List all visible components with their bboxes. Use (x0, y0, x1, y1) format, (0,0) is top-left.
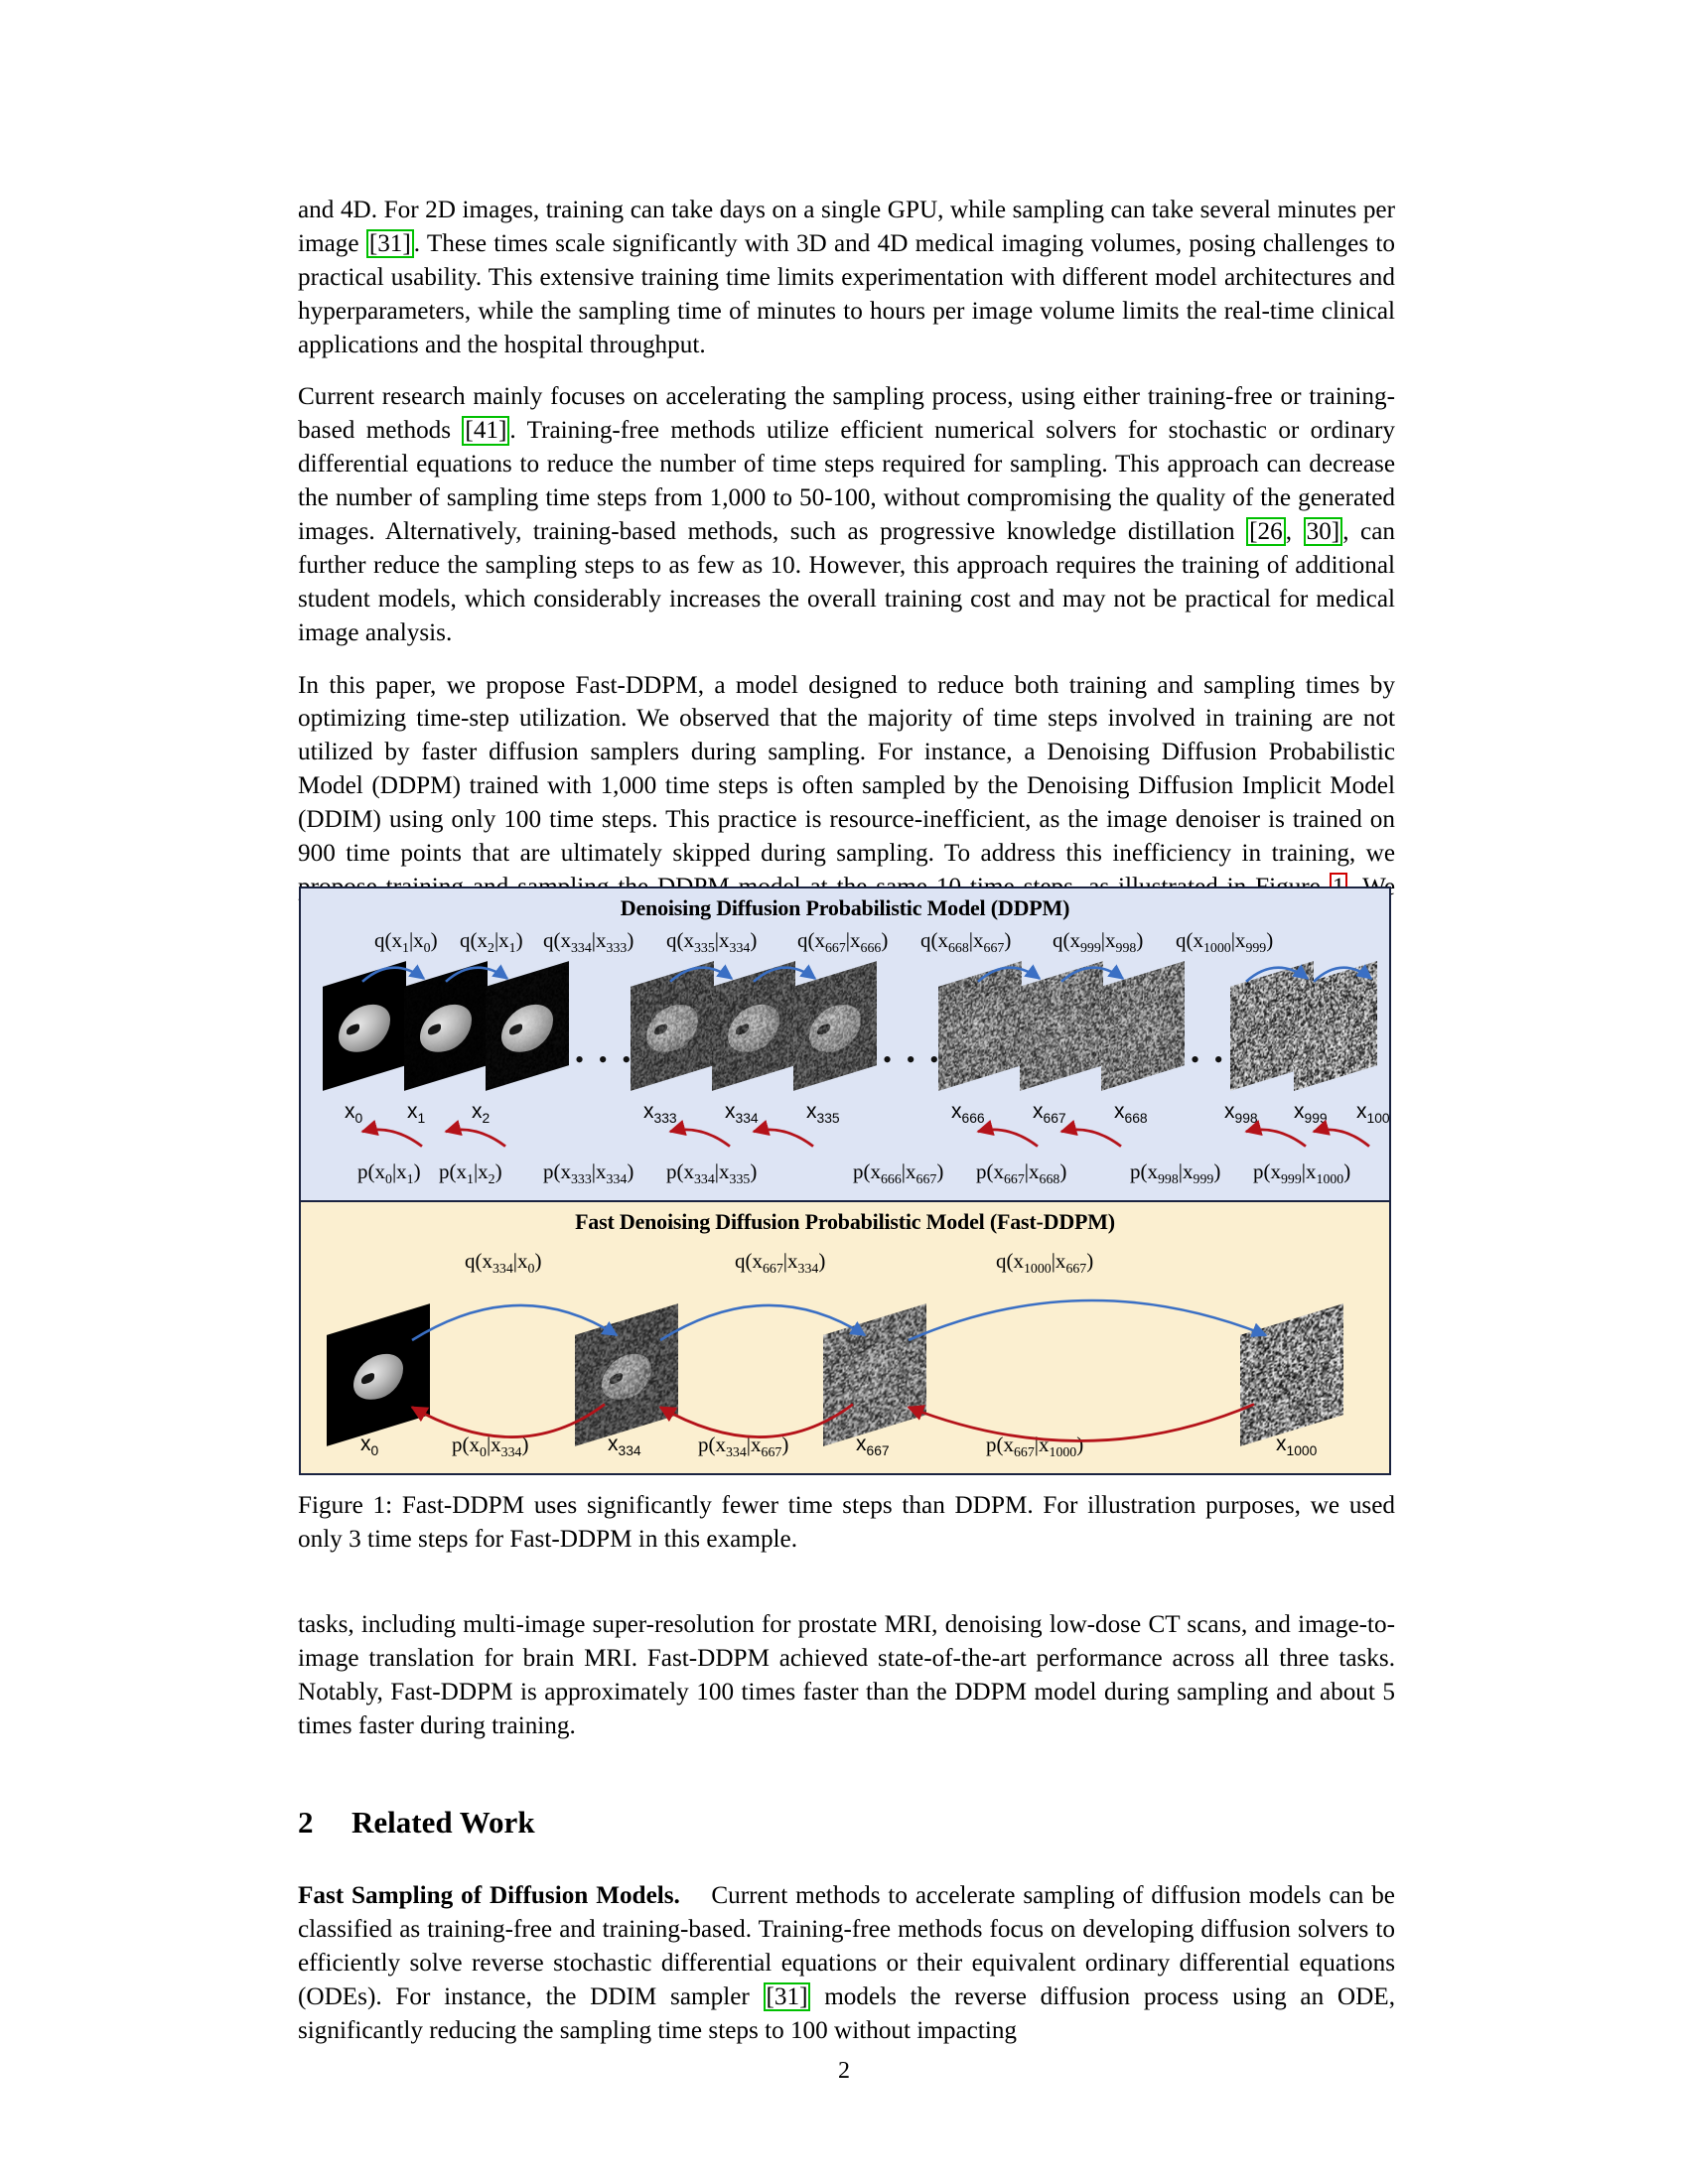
ddpm-xlabel-x668: x668 (1114, 1100, 1148, 1126)
fast-image-x1000 (1240, 1319, 1343, 1431)
ddpm-reverse-label-g3-b: p(x667|x668) (976, 1160, 1066, 1187)
ddpm-xlabel-x2: x2 (472, 1100, 490, 1126)
ddpm-image-x668 (1101, 974, 1185, 1078)
fast-image-x667 (823, 1319, 926, 1431)
ddpm-reverse-label-g3-a: p(x666|x667) (853, 1160, 943, 1187)
section-title: Related Work (352, 1805, 535, 1840)
section-heading-related-work: 2Related Work (298, 1805, 1395, 1841)
paragraph-current-research: Current research mainly focuses on accel… (298, 380, 1395, 649)
ddpm-reverse-label-g2-a: p(x333|x334) (543, 1160, 633, 1187)
figure-1: Denoising Diffusion Probabilistic Model … (299, 887, 1391, 1475)
fast-ddpm-panel: Fast Denoising Diffusion Probabilistic M… (299, 1202, 1391, 1475)
citation-link-31-b[interactable]: [31] (764, 1982, 811, 2011)
citation-separator: , (1286, 518, 1304, 545)
citation-link-30[interactable]: 30] (1304, 517, 1343, 546)
fast-xlabel-x0: x0 (360, 1433, 378, 1458)
paragraph-tasks: tasks, including multi-image super-resol… (298, 1608, 1395, 1743)
ddpm-reverse-label-g1-b: p(x1|x2) (439, 1160, 502, 1187)
ddpm-reverse-label-g1-a: p(x0|x1) (357, 1160, 421, 1187)
fast-reverse-label-1: p(x0|x334) (452, 1433, 528, 1460)
fast-forward-label-3: q(x1000|x667) (996, 1249, 1093, 1277)
ddpm-reverse-label-g4-a: p(x998|x999) (1130, 1160, 1220, 1187)
ddpm-xlabel-x1000: x1000 (1356, 1100, 1391, 1126)
ddpm-image-x2 (486, 974, 569, 1078)
subsection-column: Fast Sampling of Diffusion Models. Curre… (298, 1879, 1395, 2066)
paragraph-text-cont: . These times scale significantly with 3… (298, 230, 1395, 358)
ddpm-xlabel-x334: x334 (725, 1100, 759, 1126)
fast-xlabel-x667: x667 (856, 1433, 890, 1458)
ddpm-forward-label-g1-a: q(x1|x0) (374, 928, 438, 956)
ddpm-xlabel-x666: x666 (951, 1100, 985, 1126)
ddpm-image-x666 (938, 974, 1022, 1078)
runhead-gap (680, 1882, 711, 1909)
ddpm-xlabel-x335: x335 (806, 1100, 840, 1126)
ddpm-xlabel-x1: x1 (407, 1100, 425, 1126)
ddpm-xlabel-x0: x0 (345, 1100, 362, 1126)
ddpm-reverse-label-g2-b: p(x334|x335) (666, 1160, 757, 1187)
ddpm-panel: Denoising Diffusion Probabilistic Model … (299, 887, 1391, 1202)
fast-forward-label-2: q(x667|x334) (735, 1249, 825, 1277)
fast-image-x334 (575, 1319, 678, 1431)
ddpm-image-x667 (1020, 974, 1103, 1078)
fast-ddpm-panel-title: Fast Denoising Diffusion Probabilistic M… (301, 1209, 1389, 1235)
ddpm-forward-label-g2-b: q(x335|x334) (666, 928, 757, 956)
ddpm-image-x333 (631, 974, 714, 1078)
fast-reverse-label-2: p(x334|x667) (698, 1433, 788, 1460)
fast-xlabel-x334: x334 (608, 1433, 641, 1458)
ddpm-xlabel-x999: x999 (1294, 1100, 1328, 1126)
ddpm-forward-label-g4-a: q(x999|x998) (1053, 928, 1143, 956)
section-number: 2 (298, 1805, 352, 1841)
ddpm-image-x334 (712, 974, 795, 1078)
ddpm-forward-label-g1-b: q(x2|x1) (460, 928, 523, 956)
ddpm-xlabel-x333: x333 (643, 1100, 677, 1126)
para3-seg-a: In this paper, we propose Fast-DDPM, a m… (298, 672, 1395, 900)
figure-caption: Figure 1: Fast-DDPM uses significantly f… (298, 1489, 1395, 1557)
ddpm-forward-label-g2-a: q(x334|x333) (543, 928, 633, 956)
citation-link-31[interactable]: [31] (366, 229, 414, 258)
ddpm-forward-label-g4-b: q(x1000|x999) (1176, 928, 1273, 956)
ddpm-image-x0 (323, 974, 406, 1078)
page-number: 2 (0, 2058, 1688, 2085)
fast-forward-label-1: q(x334|x0) (465, 1249, 541, 1277)
fast-image-x0 (327, 1319, 430, 1431)
text-column: and 4D. For 2D images, training can take… (298, 194, 1395, 938)
ddpm-xlabel-x998: x998 (1224, 1100, 1258, 1126)
subsection-heading: Fast Sampling of Diffusion Models. (298, 1882, 680, 1909)
ddpm-image-x335 (793, 974, 877, 1078)
citation-link-26[interactable]: [26 (1246, 517, 1286, 546)
ddpm-reverse-label-g4-b: p(x999|x1000) (1253, 1160, 1350, 1187)
paragraph-intro-continuation: and 4D. For 2D images, training can take… (298, 194, 1395, 361)
post-figure-column: tasks, including multi-image super-resol… (298, 1608, 1395, 1762)
citation-link-41[interactable]: [41] (462, 416, 509, 445)
paragraph-fast-sampling: Fast Sampling of Diffusion Models. Curre… (298, 1879, 1395, 2047)
fast-reverse-label-3: p(x667|x1000) (986, 1433, 1083, 1460)
ddpm-image-x1000 (1294, 974, 1377, 1078)
ddpm-image-x1 (404, 974, 488, 1078)
ddpm-forward-label-g3-a: q(x667|x666) (797, 928, 888, 956)
fast-xlabel-x1000: x1000 (1276, 1433, 1317, 1458)
ddpm-forward-label-g3-b: q(x668|x667) (920, 928, 1011, 956)
ddpm-xlabel-x667: x667 (1033, 1100, 1066, 1126)
ddpm-panel-title: Denoising Diffusion Probabilistic Model … (301, 895, 1389, 921)
